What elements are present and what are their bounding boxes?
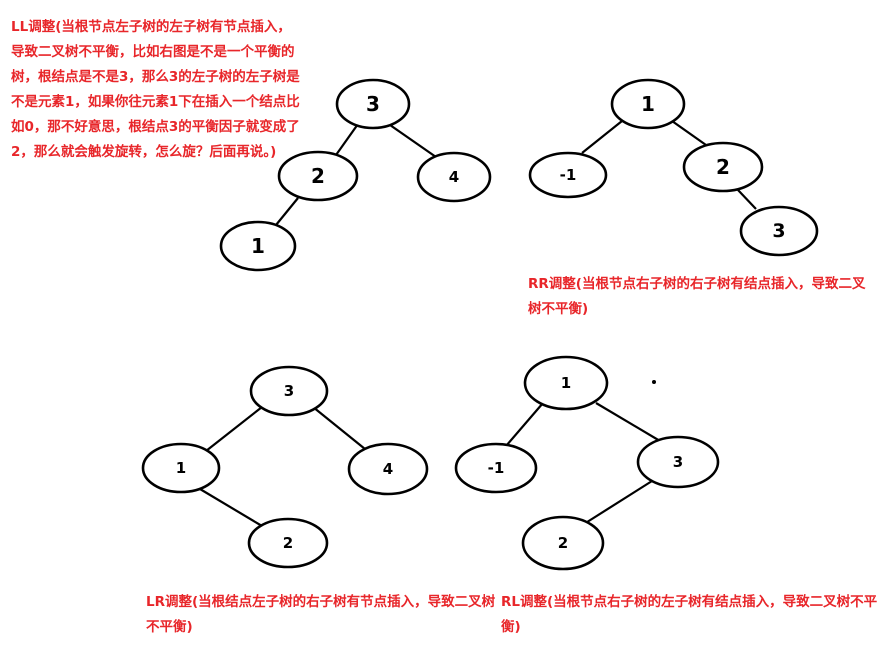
rr-node-label: 1 <box>641 92 655 116</box>
lr-node: 2 <box>247 517 329 569</box>
ll-node-label: 4 <box>449 168 459 186</box>
ll-tree: 3 2 4 1 <box>219 78 492 272</box>
ll-node-shape <box>335 78 411 130</box>
rr-node: 2 <box>682 141 764 193</box>
lr-tree: 3 1 4 2 <box>141 365 429 569</box>
ll-node-label: 2 <box>311 164 325 188</box>
ll-node-shape <box>277 150 359 202</box>
rr-edge-2-3 <box>737 189 757 210</box>
ll-node-shape <box>219 220 297 272</box>
lr-edge-3-1 <box>205 406 263 452</box>
lr-node-label: 1 <box>176 459 186 477</box>
rl-node-label: 3 <box>673 453 683 471</box>
rr-node: 3 <box>739 205 819 257</box>
lr-node: 3 <box>249 365 329 417</box>
rl-node: -1 <box>454 442 538 494</box>
rl-edge-1-3 <box>595 402 661 442</box>
rr-node-shape <box>610 78 686 130</box>
rr-edge-1--1 <box>581 120 623 154</box>
ll-node-label: 3 <box>366 92 380 116</box>
lr-node-shape <box>141 442 221 494</box>
rr-node-label: 2 <box>716 155 730 179</box>
lr-node-shape <box>347 442 429 496</box>
ll-node-shape <box>416 151 492 203</box>
lr-node: 4 <box>347 442 429 496</box>
ll-edge-2-1 <box>275 197 299 226</box>
lr-caption: LR调整(当根结点左子树的右子树有节点插入，导致二叉树不平衡) <box>146 594 496 635</box>
ll-node: 2 <box>277 150 359 202</box>
rl-node-label: 1 <box>561 374 571 392</box>
rr-node-label: -1 <box>560 166 577 184</box>
rl-edge-3-2 <box>583 480 653 525</box>
ll-edge-3-4 <box>389 124 437 158</box>
rl-node: 1 <box>523 355 609 411</box>
ll-caption: LL调整(当根节点左子树的左子树有节点插入，导致二叉树不平衡，比如右图是不是一个… <box>11 19 300 160</box>
rl-edge-1--1 <box>505 402 544 447</box>
rl-node-label: 2 <box>558 534 568 552</box>
lr-node-label: 3 <box>284 382 294 400</box>
ll-node: 3 <box>335 78 411 130</box>
rl-node-shape <box>521 515 605 571</box>
lr-edge-3-4 <box>312 406 366 450</box>
rr-node: -1 <box>528 151 608 199</box>
lr-node-shape <box>249 365 329 417</box>
rr-node-shape <box>739 205 819 257</box>
ll-node: 4 <box>416 151 492 203</box>
rl-node-shape <box>636 435 720 489</box>
lr-node-shape <box>247 517 329 569</box>
lr-node: 1 <box>141 442 221 494</box>
rl-node-shape <box>454 442 538 494</box>
rr-node-label: 3 <box>772 220 785 242</box>
rr-caption: RR调整(当根节点右子树的右子树有结点插入，导致二叉树不平衡) <box>528 276 866 317</box>
rr-node-shape <box>682 141 764 193</box>
rr-node: 1 <box>610 78 686 130</box>
stray-dot <box>652 380 656 384</box>
rl-node-shape <box>523 355 609 411</box>
lr-node-label: 2 <box>283 534 293 552</box>
ll-node: 1 <box>219 220 297 272</box>
rr-edge-1-2 <box>671 120 707 146</box>
rl-node-label: -1 <box>488 459 505 477</box>
rr-node-shape <box>528 151 608 199</box>
lr-edge-1-2 <box>199 488 263 527</box>
rl-node: 3 <box>636 435 720 489</box>
ll-node-label: 1 <box>251 234 265 258</box>
rl-tree: 1 -1 3 2 <box>454 355 720 571</box>
rl-node: 2 <box>521 515 605 571</box>
ll-edge-3-2 <box>335 123 359 156</box>
rr-tree: 1 -1 2 3 <box>528 78 819 257</box>
rl-caption: RL调整(当根节点右子树的左子树有结点插入，导致二叉树不平衡) <box>501 594 878 635</box>
lr-node-label: 4 <box>383 460 393 478</box>
